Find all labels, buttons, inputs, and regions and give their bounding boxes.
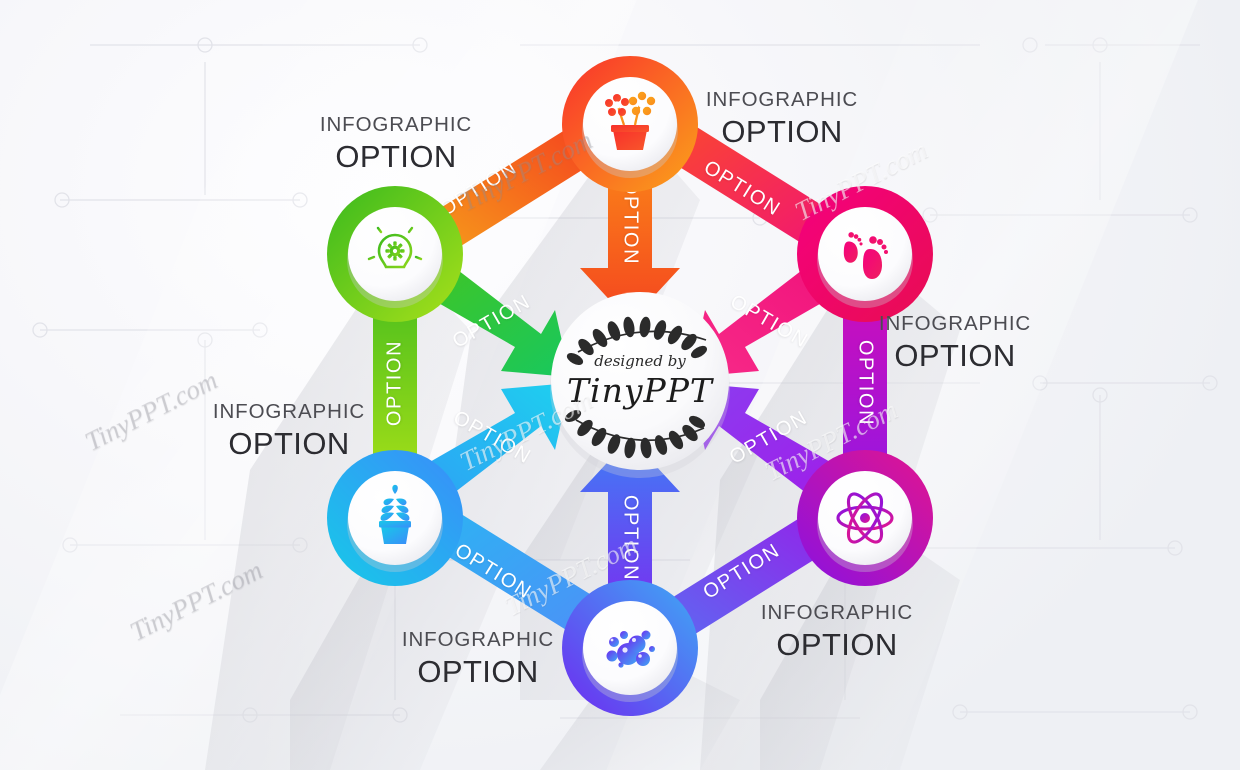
label-node-top-right-small: INFOGRAPHIC	[878, 312, 1032, 335]
label-node-bottom: INFOGRAPHIC OPTION	[338, 628, 618, 689]
potted-plant-icon	[379, 484, 411, 544]
bubbles-icon	[606, 630, 655, 668]
connector-bottomleft-to-bottom[interactable]	[415, 499, 614, 646]
node-left[interactable]	[327, 186, 463, 322]
label-node-bottom-right-small: INFOGRAPHIC	[760, 601, 914, 624]
label-node-left-large: OPTION	[335, 138, 457, 174]
node-bottom-right[interactable]	[797, 450, 933, 586]
connector-top-to-topright[interactable]	[654, 114, 852, 261]
laurel-wreath-icon	[564, 316, 708, 459]
footprints-icon	[843, 232, 888, 279]
label-node-bottom-left-large: OPTION	[228, 425, 350, 461]
label-node-left: INFOGRAPHIC OPTION	[256, 113, 536, 174]
connector-left-to-top[interactable]	[415, 113, 614, 261]
label-node-bottom-right: INFOGRAPHIC OPTION	[697, 601, 977, 662]
atom-icon	[836, 492, 894, 544]
label-node-bottom-large: OPTION	[417, 653, 539, 689]
label-node-bottom-left-small: INFOGRAPHIC	[212, 400, 366, 423]
connector-top-to-center-arrow[interactable]	[580, 140, 680, 322]
node-top-right[interactable]	[797, 186, 933, 322]
label-node-bottom-left: INFOGRAPHIC OPTION	[149, 400, 429, 461]
label-node-bottom-right-large: OPTION	[776, 626, 898, 662]
flower-pot-icon	[605, 91, 656, 150]
label-node-top-small: INFOGRAPHIC	[705, 88, 859, 111]
label-node-top-large: OPTION	[721, 113, 843, 149]
label-node-top-right: INFOGRAPHIC OPTION	[815, 312, 1095, 373]
node-top[interactable]	[562, 56, 698, 192]
connector-bottom-to-center-arrow[interactable]	[580, 438, 680, 620]
lightbulb-gear-icon	[366, 220, 424, 281]
label-node-bottom-small: INFOGRAPHIC	[401, 628, 555, 651]
node-bottom-left[interactable]	[327, 450, 463, 586]
label-node-top: INFOGRAPHIC OPTION	[642, 88, 922, 149]
label-node-top-right-large: OPTION	[894, 337, 1016, 373]
node-bottom[interactable]	[562, 580, 698, 716]
label-node-left-small: INFOGRAPHIC	[319, 113, 473, 136]
